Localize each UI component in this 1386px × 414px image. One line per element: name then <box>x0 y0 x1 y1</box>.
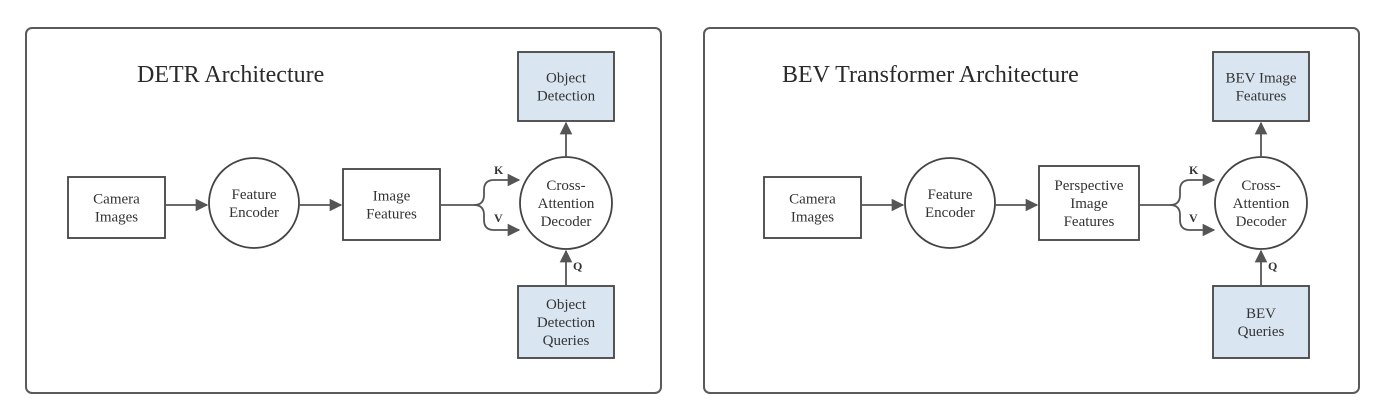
bev-perspective-features-box <box>1038 165 1140 241</box>
detr-object-detection-box <box>517 51 615 122</box>
detr-queries-box <box>517 285 615 359</box>
detr-value-label: V <box>494 211 503 225</box>
label-line: Encoder <box>229 205 279 221</box>
label-line: Feature <box>928 187 973 203</box>
label-line: Camera <box>789 192 836 208</box>
label-line: Features <box>1236 89 1287 105</box>
detr-query-label: Q <box>573 259 582 273</box>
label-line: Attention <box>1233 196 1290 212</box>
detr-camera-images-box <box>67 176 166 239</box>
label-line: Images <box>791 210 834 226</box>
label-line: Detection <box>537 89 596 105</box>
label-line: Cross- <box>1241 178 1280 194</box>
bev-query-label: Q <box>1268 259 1277 273</box>
detr-key-label: K <box>494 163 504 177</box>
label-line: Queries <box>1238 324 1285 340</box>
label-line: Decoder <box>541 214 592 230</box>
label-line: Encoder <box>925 205 975 221</box>
bev-queries-label: BEV Queries <box>1238 306 1285 340</box>
label-line: Object <box>546 71 587 87</box>
bev-arrow-value <box>1169 204 1216 237</box>
detr-feature-encoder-circle <box>208 157 300 249</box>
detr-image-features-box <box>342 168 441 241</box>
label-line: Detection <box>537 315 596 331</box>
label-line: Image <box>1070 196 1108 212</box>
bev-title: BEV Transformer Architecture <box>782 62 1079 88</box>
bev-arrow-key <box>1169 173 1216 206</box>
bev-feature-encoder-circle <box>904 157 996 249</box>
label-line: Attention <box>538 196 595 212</box>
label-line: Queries <box>543 333 590 349</box>
label-line: Object <box>546 297 587 313</box>
bev-value-label: V <box>1189 211 1198 225</box>
label-line: Perspective <box>1054 178 1123 194</box>
bev-queries-box <box>1212 285 1310 359</box>
bev-image-features-box <box>1212 51 1310 122</box>
label-line: BEV <box>1246 306 1276 322</box>
label-line: Features <box>366 207 417 223</box>
label-line: Cross- <box>546 178 585 194</box>
label-line: Features <box>1064 214 1115 230</box>
label-line: Camera <box>93 192 140 208</box>
label-line: Images <box>95 210 138 226</box>
detr-arrow-key <box>473 173 521 206</box>
label-line: Decoder <box>1236 214 1287 230</box>
bev-camera-images-box <box>763 176 862 239</box>
label-line: BEV Image <box>1226 71 1297 87</box>
label-line: Image <box>373 189 411 205</box>
bev-key-label: K <box>1189 163 1199 177</box>
detr-title: DETR Architecture <box>137 62 324 88</box>
detr-arrow-value <box>473 204 521 237</box>
label-line: Feature <box>232 187 277 203</box>
